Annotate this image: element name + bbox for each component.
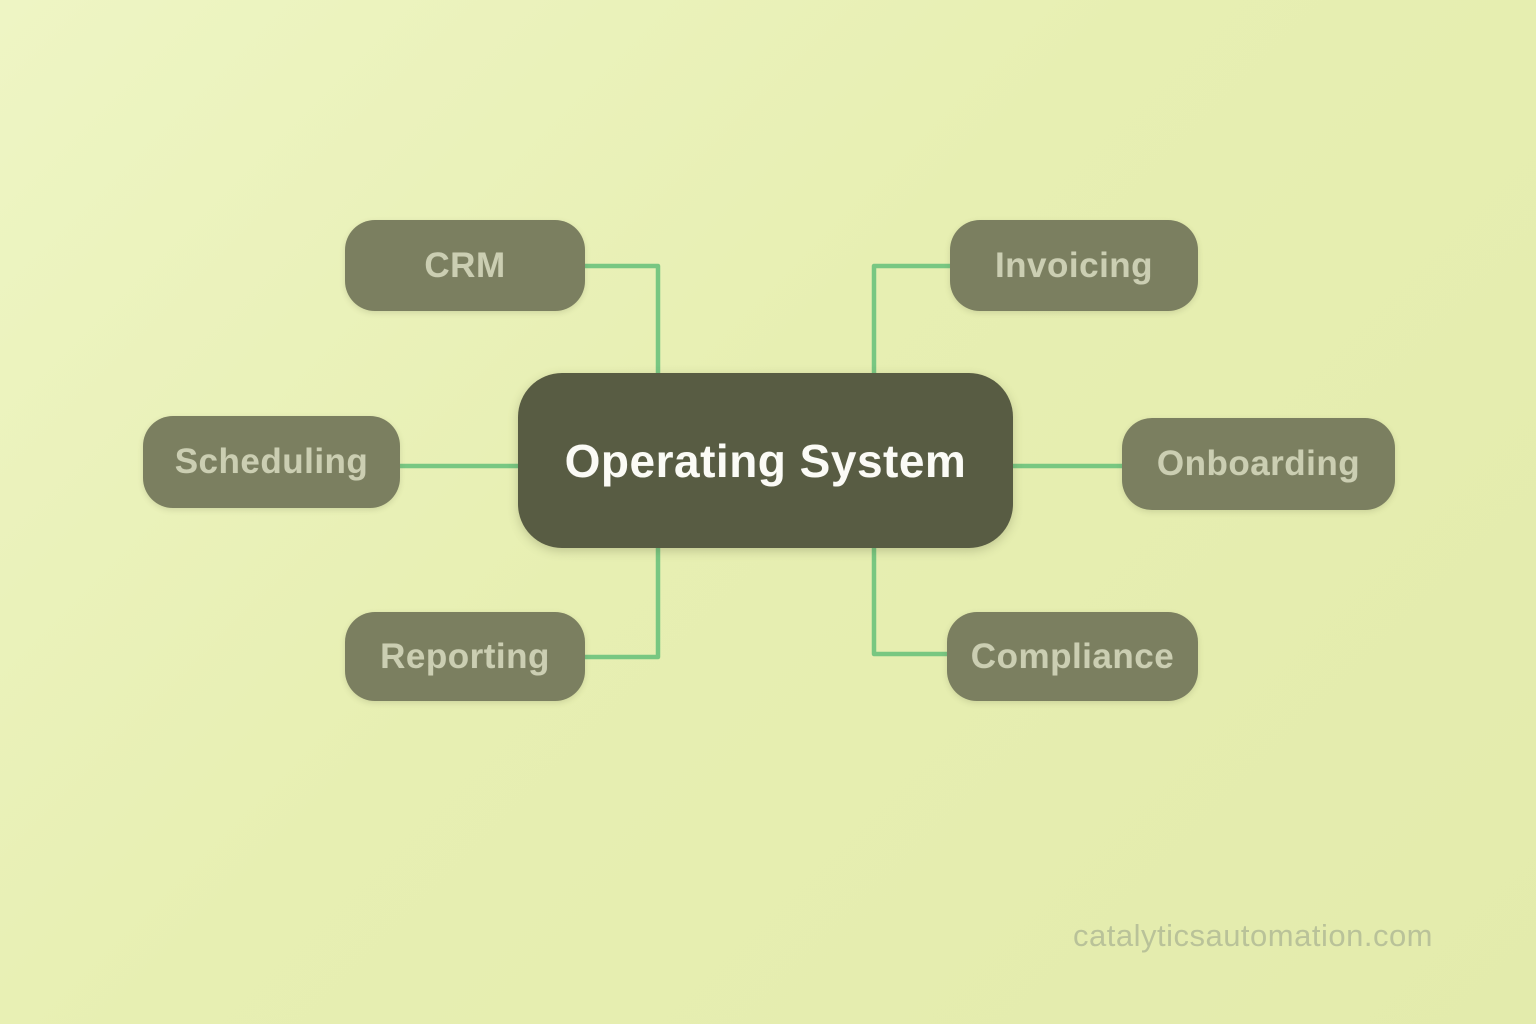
connector-compliance [871, 541, 952, 657]
connector-reporting [581, 541, 661, 660]
watermark-url: catalyticsautomation.com [1072, 918, 1434, 953]
connector-invoicing [871, 263, 953, 383]
node-scheduling-label: Scheduling [174, 442, 369, 481]
node-operating-system-label: Operating System [564, 434, 967, 487]
node-operating-system: Operating System [518, 373, 1013, 548]
node-onboarding-label: Onboarding [1156, 444, 1361, 483]
node-reporting: Reporting [345, 612, 585, 701]
node-invoicing: Invoicing [950, 220, 1198, 311]
node-crm-label: CRM [424, 245, 506, 285]
connector-crm [582, 263, 661, 383]
node-crm: CRM [345, 220, 585, 311]
node-invoicing-label: Invoicing [994, 245, 1154, 285]
node-onboarding: Onboarding [1122, 418, 1395, 510]
node-reporting-label: Reporting [380, 636, 550, 676]
node-scheduling: Scheduling [143, 416, 400, 508]
node-compliance: Compliance [947, 612, 1198, 701]
node-compliance-label: Compliance [970, 636, 1175, 676]
